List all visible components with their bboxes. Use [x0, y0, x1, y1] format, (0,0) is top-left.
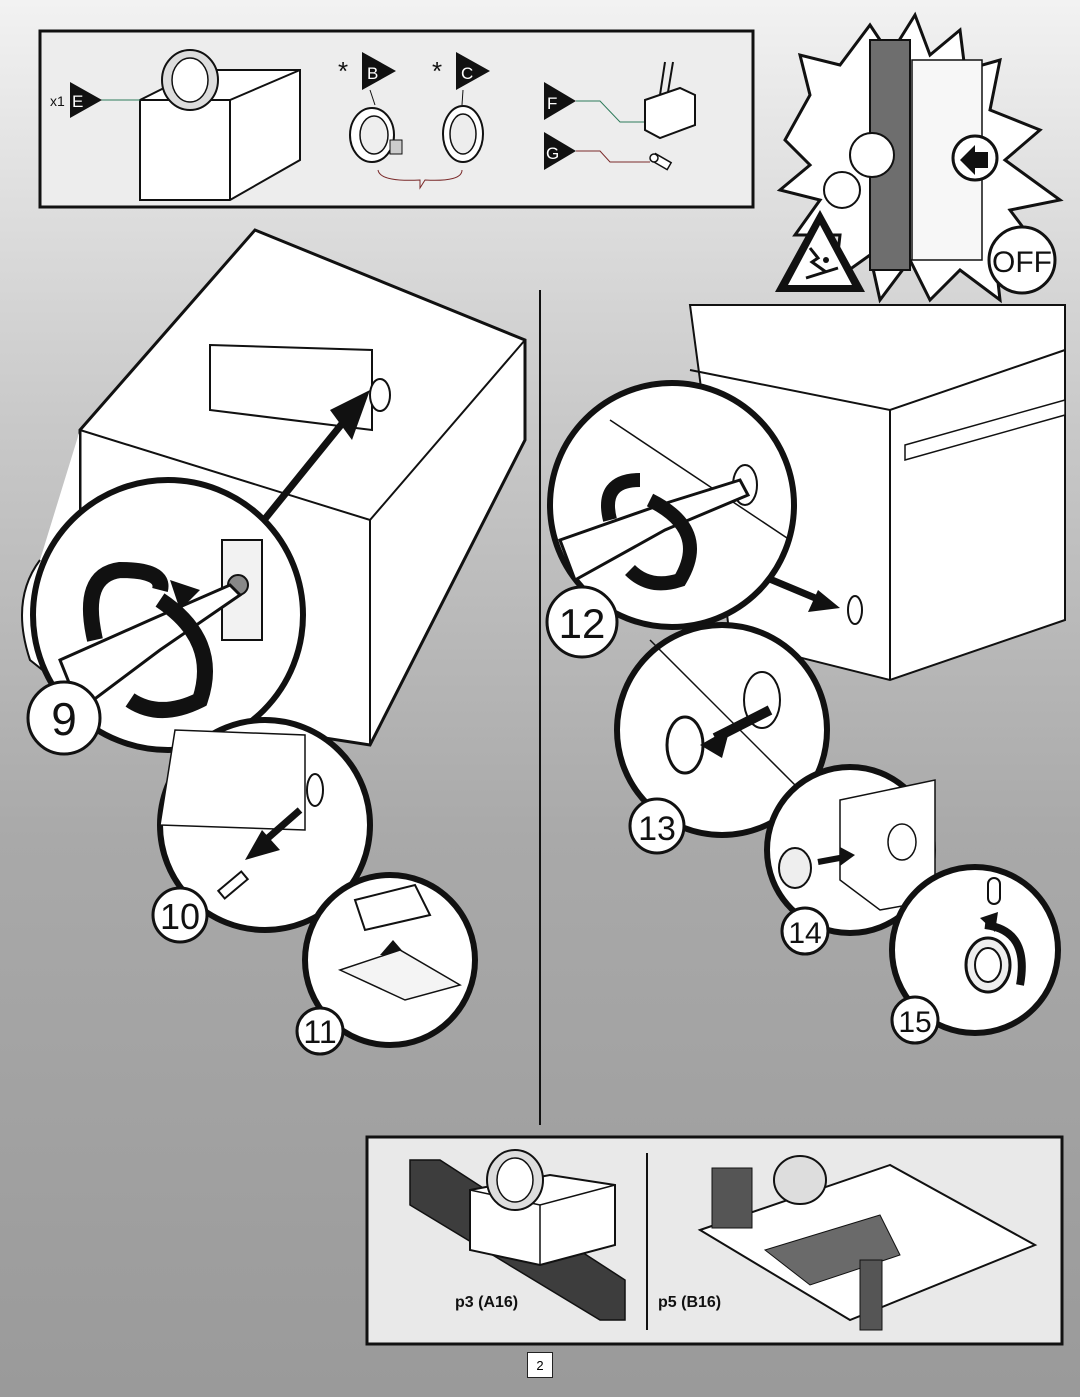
connector-B-illustration [349, 107, 403, 163]
svg-text:14: 14 [788, 917, 821, 950]
step-badge-13: 13 [628, 797, 686, 855]
svg-text:13: 13 [638, 810, 676, 848]
step-badge-14: 14 [780, 906, 830, 956]
svg-text:11: 11 [303, 1014, 336, 1050]
part-mark-C: * [432, 56, 442, 86]
step-badge-12: 12 [545, 585, 619, 659]
ceiling-mount-illustration [697, 1155, 1038, 1331]
svg-text:12: 12 [559, 600, 606, 647]
svg-text:10: 10 [160, 896, 200, 937]
part-tag-E: E x1 [50, 82, 102, 118]
step-14-detail [764, 764, 936, 936]
part-tag-F: F [544, 82, 645, 123]
part-letter-E: E [72, 92, 83, 111]
step-badge-10: 10 [151, 886, 209, 944]
part-letter-C: C [461, 64, 473, 83]
step-9-detail [30, 477, 306, 753]
step-12-detail [547, 380, 797, 630]
off-label: OFF [992, 246, 1052, 279]
part-letter-F: F [547, 94, 557, 113]
fan-housing-part-illustration [139, 49, 301, 201]
part-tag-G: G [544, 132, 650, 170]
page-number: 2 [527, 1352, 553, 1378]
step-13-detail [614, 622, 830, 838]
step-badge-11: 11 [295, 1006, 345, 1056]
svg-text:9: 9 [51, 693, 77, 745]
screw-G-illustration [649, 152, 673, 171]
step-10-detail [157, 717, 373, 933]
next-steps-panel: p3 (A16) p5 (B16) [365, 1135, 1064, 1346]
next-step-right-label: p5 (B16) [658, 1294, 721, 1311]
part-qty-E: x1 [50, 93, 65, 109]
part-tag-C: * C [432, 52, 490, 106]
joist-mount-illustration [409, 1149, 626, 1321]
housing-illustration-right [688, 304, 1066, 682]
power-off-warning: OFF [775, 11, 1064, 304]
svg-text:15: 15 [898, 1006, 931, 1039]
next-step-left-label: p3 (A16) [455, 1294, 518, 1311]
step-15-detail [889, 864, 1061, 1036]
wiring-receptacle-F-illustration [644, 61, 696, 140]
step-badge-15: 15 [890, 995, 940, 1045]
locknut-C-illustration [442, 105, 484, 163]
electric-shock-hazard-icon [775, 210, 865, 292]
part-letter-G: G [546, 144, 559, 163]
part-mark-B: * [338, 56, 348, 86]
part-tag-B: * B [338, 52, 396, 106]
off-badge: OFF [987, 225, 1057, 295]
part-letter-B: B [367, 64, 378, 83]
step-badge-9: 9 [26, 680, 102, 756]
step-11-detail [302, 872, 478, 1048]
parts-panel: E x1 * B * C F [38, 29, 755, 209]
